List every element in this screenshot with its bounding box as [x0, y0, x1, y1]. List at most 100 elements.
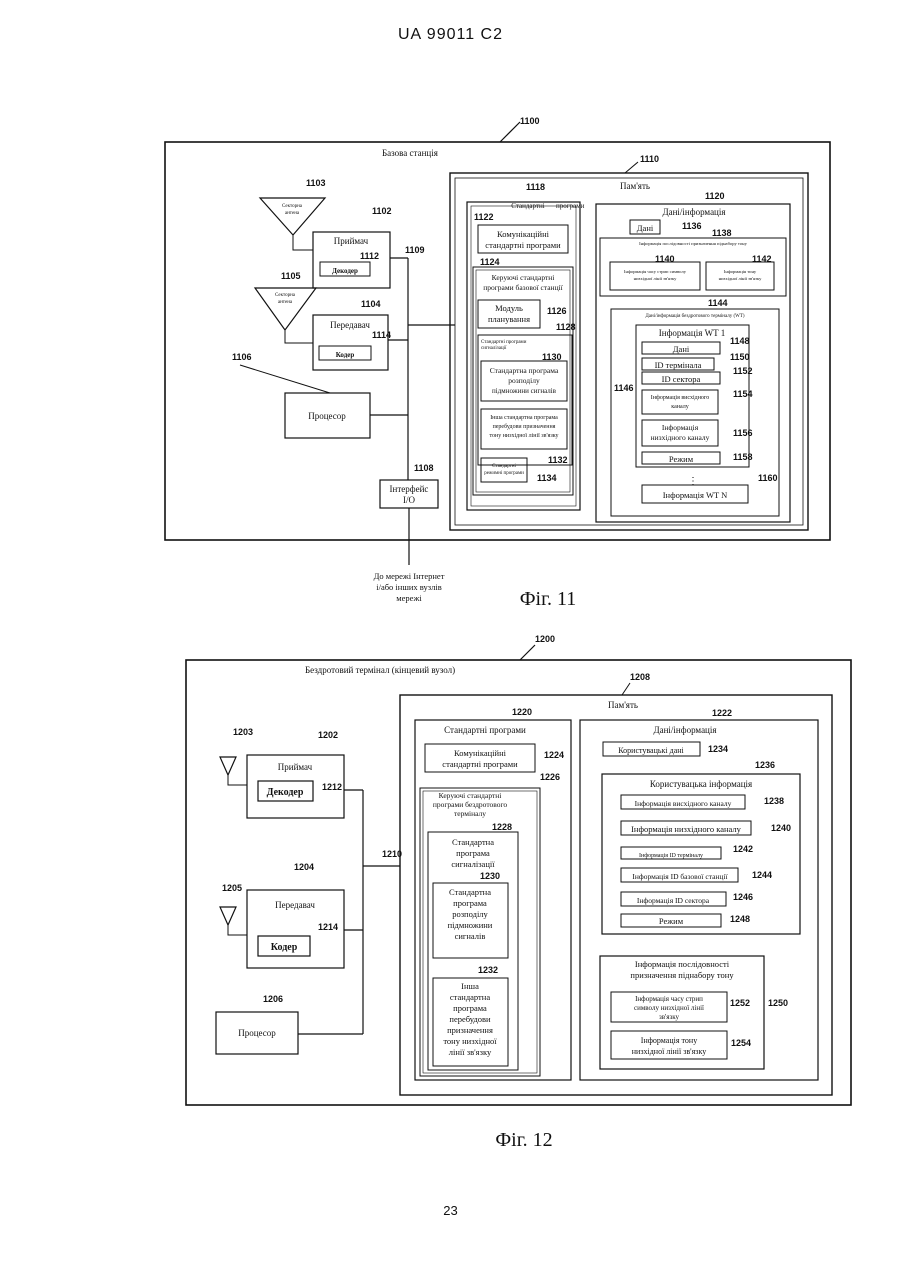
ref-1230: 1230 — [480, 871, 500, 881]
memory-label: Пам'ять — [620, 181, 650, 191]
ref-1150: 1150 — [730, 352, 750, 362]
ref-1114: 1114 — [372, 330, 391, 340]
svg-text:Інформація: Інформація — [662, 423, 699, 432]
ref-1246: 1246 — [733, 892, 753, 902]
svg-text:лінії зв'язку: лінії зв'язку — [449, 1047, 492, 1057]
ref-1130: 1130 — [542, 352, 562, 362]
ref-1212: 1212 — [322, 782, 342, 792]
svg-text:зв'язку: зв'язку — [659, 1013, 680, 1021]
svg-text:сигналів: сигналів — [455, 931, 486, 941]
svg-text:програми: програми — [556, 202, 585, 210]
fig11-caption: Фіг. 11 — [520, 588, 577, 610]
svg-text:Дані/інформація бездротового т: Дані/інформація бездротового терміналу (… — [645, 314, 745, 319]
ref-1109: 1109 — [405, 245, 425, 255]
base-station-label: Базова станція — [382, 148, 438, 158]
svg-text:Бездротовий термінал (кінцевий: Бездротовий термінал (кінцевий вузол) — [305, 665, 455, 675]
svg-text:низхідної лінії зв'язку: низхідної лінії зв'язку — [634, 276, 677, 281]
svg-text:Стандартні програми: Стандартні програми — [444, 725, 526, 735]
figure-11: Базова станція 1100 Пам'ять 1110 Стандар… — [165, 116, 830, 610]
svg-text:Інформація ID терміналу: Інформація ID терміналу — [639, 852, 703, 859]
ref-1208: 1208 — [630, 672, 650, 682]
ref-1250: 1250 — [768, 998, 788, 1008]
antenna-1205 — [220, 907, 236, 925]
svg-text:стандартні програми: стандартні програми — [442, 759, 518, 769]
svg-text:Інформація часу стрип символу: Інформація часу стрип символу — [624, 269, 687, 274]
ref-1228: 1228 — [492, 822, 512, 832]
svg-text:ID терміналa: ID терміналa — [655, 360, 702, 370]
ref-1154: 1154 — [733, 389, 753, 399]
svg-text:символу низхідної лінії: символу низхідної лінії — [634, 1004, 704, 1012]
ref-1146: 1146 — [614, 383, 634, 393]
svg-text:Режим: Режим — [669, 454, 694, 464]
svg-text:і/або інших вузлів: і/або інших вузлів — [376, 582, 442, 592]
svg-text:Користувацька інформація: Користувацька інформація — [650, 779, 752, 789]
ref-1105: 1105 — [281, 271, 301, 281]
svg-text:призначення піднабору тону: призначення піднабору тону — [630, 970, 734, 980]
ref-1200: 1200 — [535, 634, 555, 644]
svg-text:Інша стандартна програма: Інша стандартна програма — [490, 415, 558, 421]
ref-1112: 1112 — [360, 251, 379, 261]
svg-text:Комунікаційні: Комунікаційні — [454, 748, 507, 758]
svg-text:планування: планування — [488, 314, 530, 324]
ref-1214: 1214 — [318, 922, 338, 932]
svg-text:Інформація WT 1: Інформація WT 1 — [659, 328, 725, 338]
page-number: 23 — [0, 1203, 901, 1218]
svg-text:Передавач: Передавач — [275, 900, 315, 910]
svg-text:низхідної лінії зв'язку: низхідної лінії зв'язку — [719, 276, 762, 281]
svg-text:Процесор: Процесор — [308, 411, 346, 421]
ref-1158: 1158 — [733, 452, 753, 462]
svg-text:мережі: мережі — [396, 593, 422, 603]
ref-1138: 1138 — [712, 228, 732, 238]
ref-1110: 1110 — [640, 154, 659, 164]
ref-1134: 1134 — [537, 473, 557, 483]
svg-text:програма: програма — [453, 1003, 487, 1013]
svg-text:програма: програма — [453, 898, 487, 908]
ref-1160: 1160 — [758, 473, 778, 483]
fig12-caption: Фіг. 12 — [495, 1129, 552, 1151]
svg-text:Секторна: Секторна — [282, 204, 303, 209]
svg-text:терміналу: терміналу — [454, 809, 486, 818]
ref-1252: 1252 — [730, 998, 750, 1008]
ref-1203: 1203 — [233, 727, 253, 737]
ref-1224: 1224 — [544, 750, 564, 760]
svg-text:Режим: Режим — [659, 916, 684, 926]
svg-text:Стандартна програма: Стандартна програма — [490, 366, 559, 375]
svg-text:стандартні програми: стандартні програми — [485, 240, 561, 250]
svg-text:низхідного каналу: низхідного каналу — [651, 433, 710, 442]
svg-text:Стандартна: Стандартна — [452, 837, 494, 847]
ref-1142: 1142 — [752, 254, 772, 264]
svg-text:програми базової станції: програми базової станції — [483, 283, 563, 292]
svg-text:перебудови: перебудови — [449, 1014, 491, 1024]
svg-text:Інформація послідовності: Інформація послідовності — [635, 959, 730, 969]
svg-text:сигналізації: сигналізації — [451, 859, 495, 869]
svg-text:антена: антена — [278, 300, 293, 305]
svg-text:Модуль: Модуль — [495, 303, 523, 313]
svg-text:перебудови призначення: перебудови призначення — [493, 423, 556, 430]
svg-text:Інформація тону: Інформація тону — [641, 1036, 697, 1045]
ref-1132: 1132 — [548, 455, 568, 465]
ref-1244: 1244 — [752, 870, 772, 880]
svg-text:тону низхідної лінії зв'язку: тону низхідної лінії зв'язку — [489, 433, 558, 439]
svg-text:Приймач: Приймач — [278, 762, 313, 772]
svg-text:Інформація послідовності призн: Інформація послідовності призначення під… — [639, 241, 747, 246]
svg-text:сигналізації: сигналізації — [481, 346, 507, 351]
svg-text:Передавач: Передавач — [330, 320, 370, 330]
svg-text:Інформація WT N: Інформація WT N — [663, 490, 728, 500]
ref-1234: 1234 — [708, 744, 728, 754]
ref-1254: 1254 — [731, 1038, 751, 1048]
svg-text:тону низхідної: тону низхідної — [443, 1036, 497, 1046]
svg-text:Інформація ID базової станції: Інформація ID базової станції — [632, 872, 728, 881]
ref-1102: 1102 — [372, 206, 392, 216]
svg-text:Дані: Дані — [637, 223, 654, 233]
svg-text:стандартна: стандартна — [450, 992, 490, 1002]
svg-text:Інформація висхідного: Інформація висхідного — [651, 394, 709, 401]
svg-text:Приймач: Приймач — [334, 236, 369, 246]
ref-1205: 1205 — [222, 883, 242, 893]
svg-text:Інформація ID сектора: Інформація ID сектора — [637, 896, 710, 905]
svg-text:Інформація висхідного каналу: Інформація висхідного каналу — [635, 799, 732, 808]
network-label: До мережі Інтернет — [374, 571, 445, 581]
ref-1204: 1204 — [294, 862, 314, 872]
ref-1242: 1242 — [733, 844, 753, 854]
ref-1202: 1202 — [318, 730, 338, 740]
svg-text:Інформація низхідного каналу: Інформація низхідного каналу — [631, 824, 742, 834]
